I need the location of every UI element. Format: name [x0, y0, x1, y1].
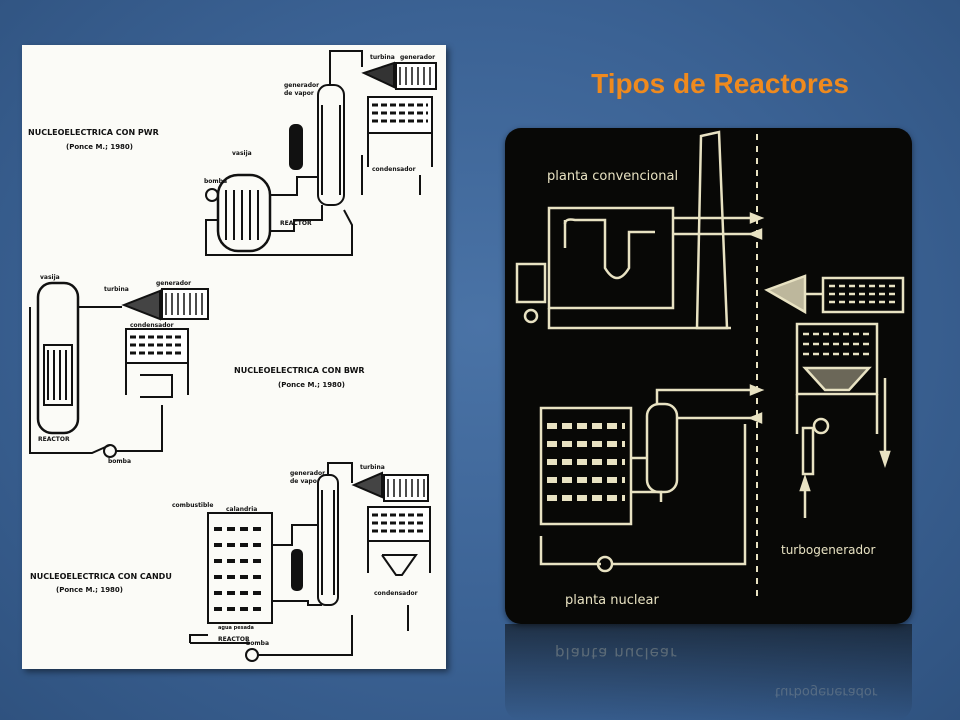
planta-nuclear-label: planta nuclear: [565, 593, 659, 608]
candu-generador-vapor-label: generador: [290, 470, 325, 477]
candu-turbina-label: turbina: [360, 464, 385, 471]
planta-convencional-label: planta convencional: [547, 169, 678, 184]
bwr-condensador-label: condensador: [130, 322, 174, 329]
pwr-heading: NUCLEOELECTRICA CON PWR: [28, 128, 159, 137]
candu-diagram: [189, 462, 431, 662]
candu-bomba-label: bomba: [246, 640, 269, 647]
pwr-de-vapor-label: de vapor: [284, 90, 314, 97]
right-panel-reflection: planta nuclear turbogenerador: [505, 624, 912, 720]
candu-de-vapor-label: de vapor: [290, 478, 320, 485]
candu-calandria-label: calandria: [226, 506, 257, 513]
candu-condensador-label: condensador: [374, 590, 418, 597]
plant-comparison-svg: planta convencional planta nuclear turbo…: [515, 130, 905, 608]
bwr-heading: NUCLEOELECTRICA CON BWR: [234, 366, 365, 375]
bwr-generador-label: generador: [156, 280, 191, 287]
pwr-generador-label: generador: [400, 54, 435, 61]
candu-combustible-label: combustible: [172, 502, 213, 509]
reflection-planta-nuclear: planta nuclear: [555, 644, 678, 662]
candu-source: (Ponce M.; 1980): [56, 586, 123, 594]
pwr-vasija-label: vasija: [232, 150, 252, 157]
candu-heading: NUCLEOELECTRICA CON CANDU: [30, 572, 172, 581]
left-diagram-panel: NUCLEOELECTRICA CON PWR (Ponce M.; 1980)…: [22, 45, 446, 669]
bwr-vasija-label: vasija: [40, 274, 60, 281]
bwr-diagram: [29, 281, 209, 458]
pwr-bomba-label: bomba: [204, 178, 227, 185]
pwr-diagram: [205, 50, 437, 256]
pwr-generador-vapor-label: generador: [284, 82, 319, 89]
pwr-reactor-label: REACTOR: [280, 220, 312, 227]
turbogenerador-label: turbogenerador: [781, 543, 875, 557]
bwr-turbina-label: turbina: [104, 286, 129, 293]
pwr-turbina-label: turbina: [370, 54, 395, 61]
bwr-reactor-label: REACTOR: [38, 436, 70, 443]
pwr-condensador-label: condensador: [372, 166, 416, 173]
right-diagram-panel: planta convencional planta nuclear turbo…: [505, 128, 912, 624]
pwr-source: (Ponce M.; 1980): [66, 143, 133, 151]
slide-title: Tipos de Reactores: [591, 68, 849, 99]
reflection-turbogenerador: turbogenerador: [775, 684, 878, 699]
candu-agua-pesada-label: agua pesada: [218, 625, 254, 631]
reactor-diagrams-svg: NUCLEOELECTRICA CON PWR (Ponce M.; 1980)…: [28, 50, 437, 662]
candu-reactor-label: REACTOR: [218, 636, 250, 643]
bwr-source: (Ponce M.; 1980): [278, 381, 345, 389]
bwr-bomba-label: bomba: [108, 458, 131, 465]
